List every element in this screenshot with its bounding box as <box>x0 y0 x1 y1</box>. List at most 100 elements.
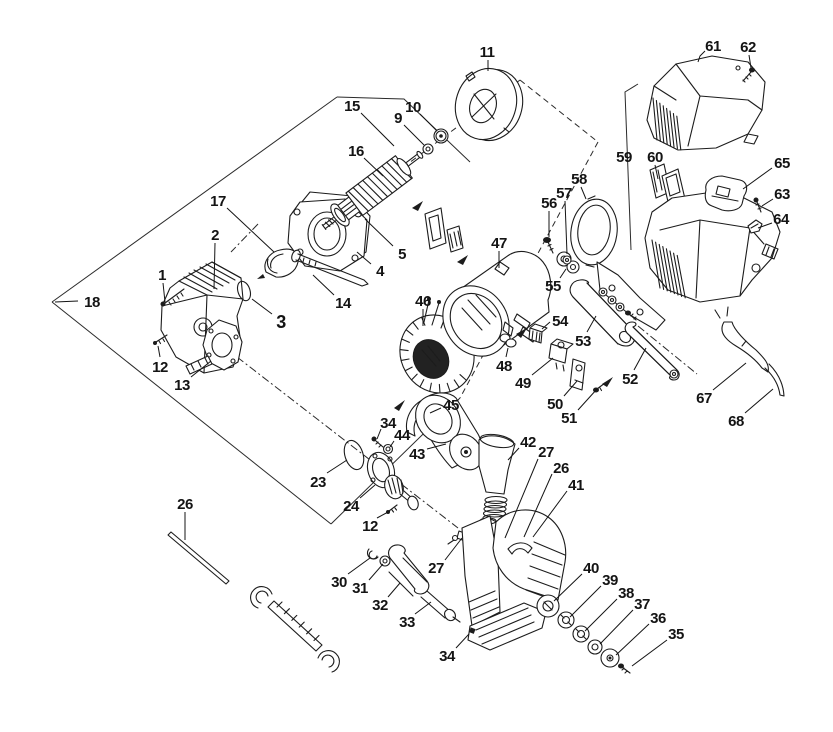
o-ring-3 <box>236 280 252 302</box>
callout-15: 15 <box>344 98 360 115</box>
capacitor-48 <box>499 328 527 348</box>
callout-40: 40 <box>583 560 599 577</box>
leader-line-39 <box>569 585 602 618</box>
callout-65: 65 <box>774 155 790 172</box>
callout-63: 63 <box>774 186 790 203</box>
callout-55: 55 <box>545 278 561 295</box>
callout-56: 56 <box>541 195 557 212</box>
callout-44: 44 <box>394 427 411 444</box>
leader-line-34a <box>376 428 382 440</box>
leader-line-60 <box>654 164 659 180</box>
callout-16: 16 <box>348 143 364 160</box>
callout-2: 2 <box>211 227 219 244</box>
switch-49 <box>548 338 574 372</box>
leader-line-57 <box>564 200 568 255</box>
leader-line-63 <box>761 198 774 207</box>
leader-line-50 <box>563 380 578 397</box>
leader-line-43 <box>426 443 447 450</box>
callout-60: 60 <box>647 149 663 166</box>
leader-line-4 <box>356 251 372 265</box>
leader-line-53 <box>586 315 597 333</box>
leader-line-45 <box>429 407 442 414</box>
leader-line-13 <box>190 360 212 378</box>
clip-30 <box>366 548 379 560</box>
leader-line-62 <box>748 54 752 69</box>
leader-line-67 <box>712 362 747 391</box>
callout-64: 64 <box>773 211 790 228</box>
armature-16 <box>321 150 424 230</box>
leader-line-54 <box>541 321 551 330</box>
callout-1: 1 <box>158 267 166 284</box>
leader-line-3 <box>251 298 273 315</box>
callout-46: 46 <box>415 293 431 310</box>
leader-line-48 <box>505 347 509 358</box>
callout-58: 58 <box>571 171 587 188</box>
callout-3: 3 <box>276 312 286 332</box>
callout-9: 9 <box>394 110 402 127</box>
washer-37 <box>587 639 603 655</box>
callout-13: 13 <box>174 377 190 394</box>
callout-10: 10 <box>405 99 421 116</box>
callout-17: 17 <box>210 193 226 210</box>
callout-62: 62 <box>740 39 756 56</box>
washer-9 <box>422 143 434 155</box>
leader-line-64 <box>757 222 773 229</box>
motor-housing-47 <box>442 250 552 357</box>
gear-shaft-14 <box>291 249 369 287</box>
cord-68 <box>764 363 785 397</box>
assembly-arrow-icon <box>394 400 405 411</box>
leader-line-51 <box>577 388 598 411</box>
callout-67: 67 <box>696 390 712 407</box>
leader-line-65 <box>742 167 773 190</box>
leader-line-9 <box>403 124 425 146</box>
leader-line-16 <box>363 157 384 177</box>
callout-24: 24 <box>343 498 360 515</box>
brush-holder-plate <box>412 201 468 265</box>
flange-36 <box>600 648 620 668</box>
screw-1 <box>160 288 185 307</box>
leader-line-18 <box>54 300 79 303</box>
leader-line-44 <box>389 440 395 448</box>
leader-line-14 <box>312 274 335 296</box>
fan-43 <box>415 392 483 471</box>
callout-4: 4 <box>376 263 385 280</box>
callout-35: 35 <box>668 626 684 643</box>
leader-line-52 <box>633 347 647 371</box>
leader-line-58 <box>580 186 587 200</box>
plate-50 <box>569 358 586 391</box>
leader-line-10 <box>419 113 438 132</box>
leader-line-23 <box>326 459 348 474</box>
leader-line-41 <box>532 490 568 538</box>
leader-line-37 <box>599 609 634 645</box>
callout-61: 61 <box>705 38 721 55</box>
cylinder-32 <box>388 544 430 595</box>
callout-31: 31 <box>352 580 368 597</box>
assembly-arrow-icon <box>457 255 468 265</box>
callout-68: 68 <box>728 413 744 430</box>
leader-line-61 <box>697 50 706 63</box>
assembly-arrow-icon <box>602 377 613 387</box>
callout-33: 33 <box>399 614 415 631</box>
callout-27a: 27 <box>538 444 554 461</box>
washer-31 <box>379 555 391 567</box>
callout-54: 54 <box>552 313 569 330</box>
callout-41: 41 <box>568 477 584 494</box>
sleeve-assembly <box>366 544 461 623</box>
callout-18: 18 <box>84 294 100 311</box>
pivot-washers <box>598 287 637 321</box>
leader-line-33 <box>414 601 432 615</box>
leader-line-1 <box>162 282 166 303</box>
leader-line-35 <box>631 639 668 667</box>
bottom-housing-59 <box>644 192 781 303</box>
rod-52 <box>624 321 680 381</box>
screw-35 <box>618 663 631 674</box>
tube-53 <box>569 279 636 347</box>
callout-52: 52 <box>622 371 638 388</box>
screw-63 <box>753 197 762 213</box>
washer-57 <box>562 255 572 265</box>
callout-53: 53 <box>575 333 591 350</box>
callout-59: 59 <box>616 149 632 166</box>
screw-56 <box>543 237 554 254</box>
